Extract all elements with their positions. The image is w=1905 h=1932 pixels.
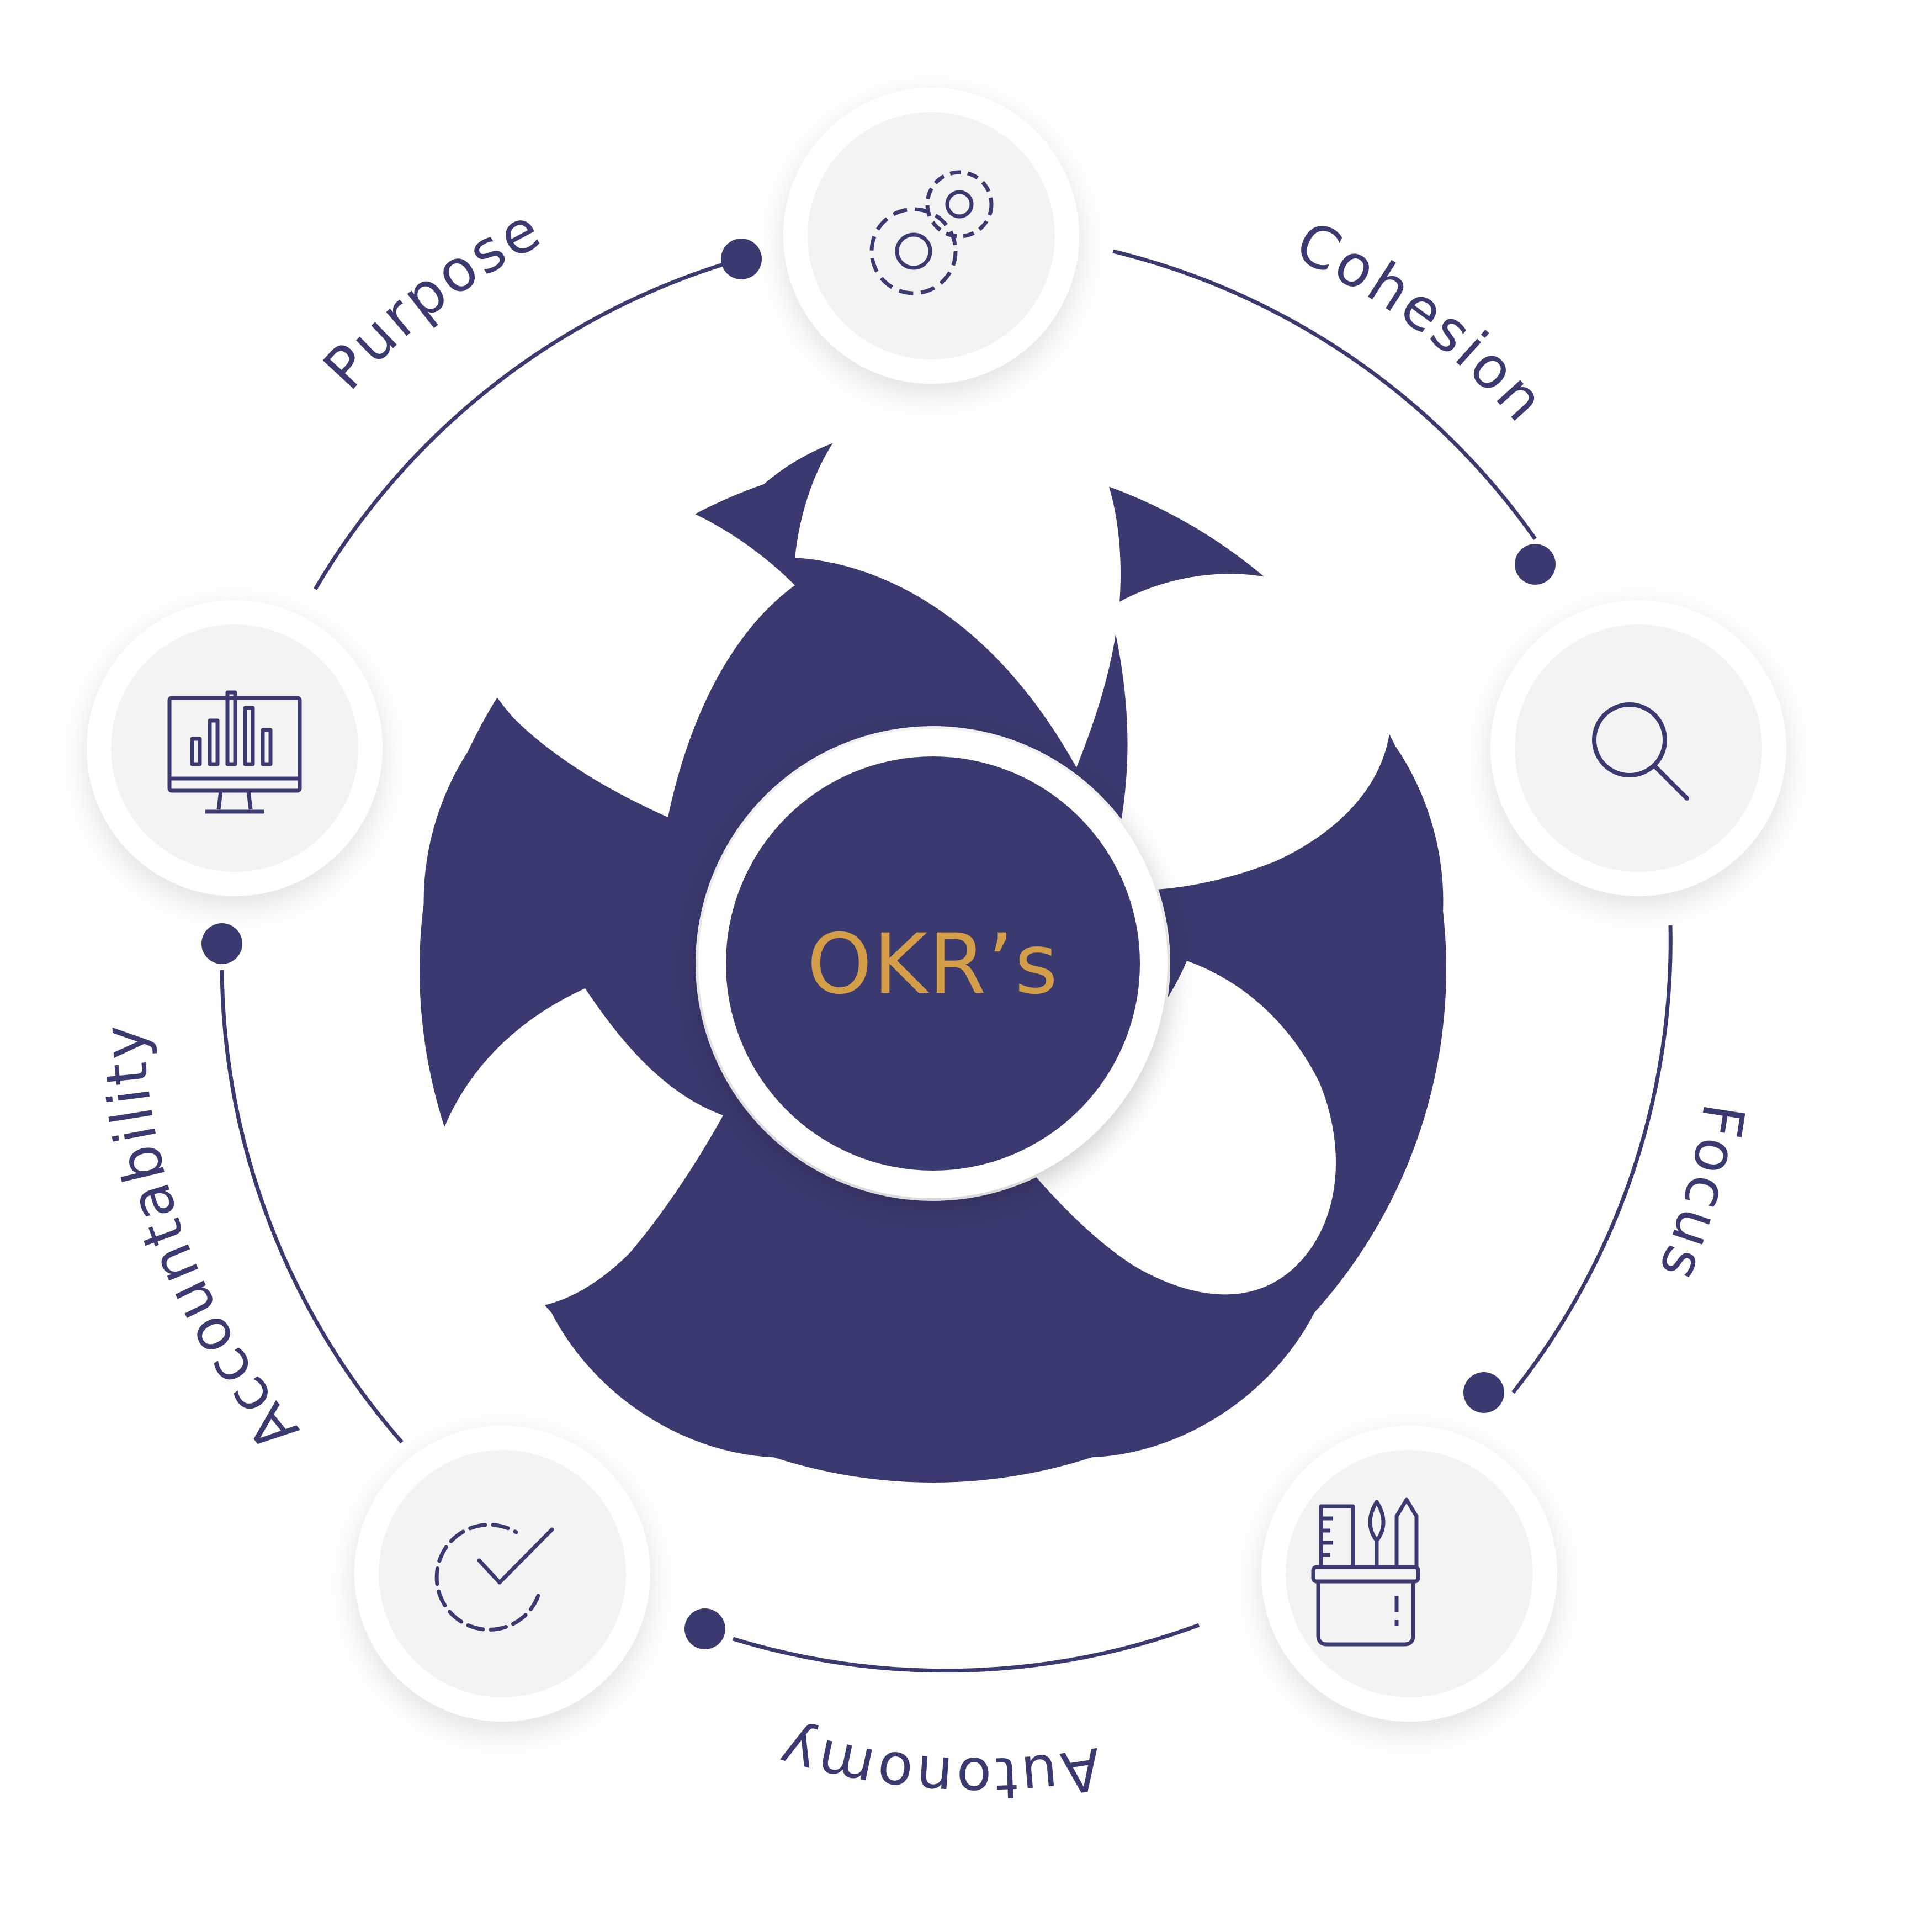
focus-arc [1513, 925, 1670, 1393]
monitor-chart-icon [167, 690, 302, 814]
gear-check-node [354, 1426, 650, 1722]
okr-center: OKR’s [698, 729, 1168, 1198]
cohesion-label: Cohesion [1286, 208, 1559, 436]
magnifier-node [1490, 600, 1786, 896]
tool-cup-icon [1311, 1497, 1420, 1647]
focus-label: Focus [1645, 1099, 1758, 1293]
arc-dots [201, 239, 1556, 1649]
accountability-dot [201, 923, 242, 964]
tool-cup-node [1261, 1426, 1557, 1722]
gears-node [783, 88, 1079, 384]
autonomy-arc [733, 1625, 1199, 1671]
magnifier-icon [1592, 702, 1689, 801]
monitor-chart-node [87, 600, 383, 896]
gear-check-icon [434, 1523, 554, 1632]
focus-dot [1463, 1372, 1504, 1413]
autonomy-label: Autonomy [770, 1714, 1106, 1812]
purpose-label: Purpose [310, 194, 553, 403]
center-title: OKR’s [807, 917, 1059, 1013]
gears-icon [869, 170, 994, 295]
autonomy-dot [684, 1608, 725, 1649]
cohesion-dot [1515, 544, 1556, 585]
purpose-dot [721, 239, 762, 279]
